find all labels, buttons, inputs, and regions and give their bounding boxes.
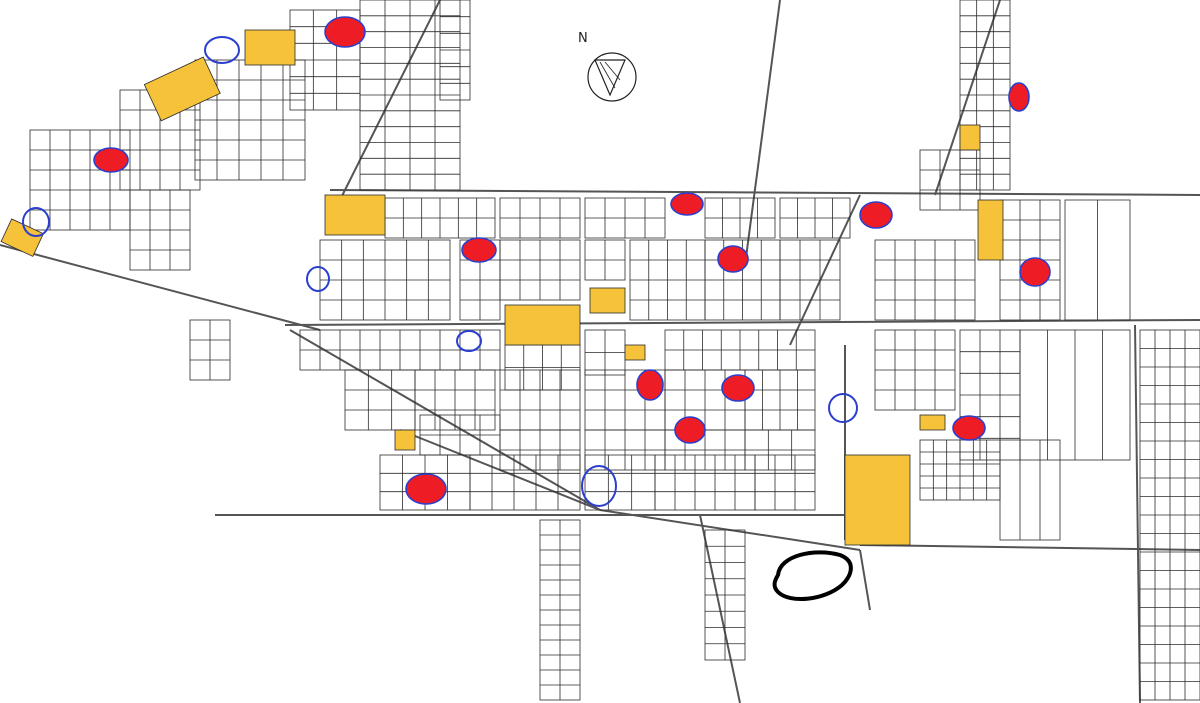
block — [919, 149, 981, 211]
red-marker — [461, 237, 497, 263]
block — [29, 129, 131, 231]
north-arrow-icon: N — [578, 31, 637, 102]
red-marker — [670, 192, 704, 216]
highlighted-parcels — [0, 29, 1004, 546]
blue-ring-marker — [22, 207, 50, 237]
blue-ring-marker — [828, 393, 858, 423]
red-marker — [1019, 257, 1051, 287]
red-marker — [636, 369, 664, 401]
black-outline-marker — [772, 550, 853, 601]
red-marker — [859, 201, 893, 229]
blue-ring-marker — [581, 465, 617, 507]
block — [469, 454, 581, 511]
red-marker — [405, 473, 447, 505]
blue-ring-marker — [456, 330, 482, 352]
red-markers — [93, 16, 1051, 505]
red-marker — [674, 416, 706, 444]
block — [754, 454, 816, 511]
red-marker — [952, 415, 986, 441]
blue-ring-marker — [204, 36, 240, 64]
compass-label: N — [578, 31, 588, 46]
block — [999, 439, 1061, 541]
blue-ring-marker — [306, 266, 330, 292]
red-marker — [721, 374, 755, 402]
red-marker — [324, 16, 366, 48]
red-marker — [717, 245, 749, 273]
red-marker — [1008, 82, 1030, 112]
red-marker — [93, 147, 129, 173]
blue-ring-markers — [22, 36, 858, 507]
